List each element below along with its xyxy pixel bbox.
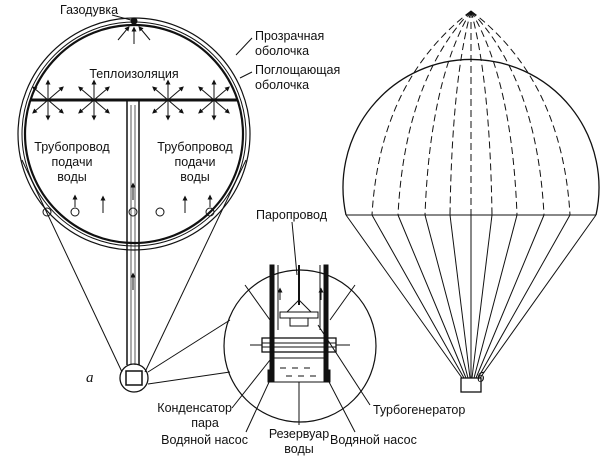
label-pump-left: Водяной насос [161,433,248,447]
label-transparent-shell-2: оболочка [255,44,309,58]
label-pipe-right: Трубопровод [157,140,233,154]
label-insulation: Теплоизоляция [89,67,178,81]
label-condenser-2: пара [191,416,219,430]
label-reservoir: Резервуар [269,427,329,441]
water-nozzles [42,194,215,217]
labels: Газодувка Прозрачная оболочка Поглощающа… [34,3,485,456]
transparent-shell [17,17,251,251]
label-transparent-shell: Прозрачная [255,29,324,43]
label-pipe-left-3: воды [57,170,86,184]
label-pipe-right-2: подачи [175,155,216,169]
label-pipe-left-2: подачи [52,155,93,169]
label-fig-a: а [86,370,94,386]
label-turbogenerator: Турбогенератор [373,403,465,417]
absorbing-shell [23,23,245,245]
absorbing-shell-outer [21,21,247,247]
gondola-a [119,363,149,393]
reservoir [273,357,325,383]
label-pipe-left: Трубопровод [34,140,110,154]
turbine [279,311,319,319]
label-gas-blower: Газодувка [60,3,118,17]
label-absorbing-shell-2: оболочка [255,78,309,92]
label-fig-b: б [477,370,485,386]
label-steam-line: Паропровод [256,208,328,222]
balloon-b [342,10,600,393]
balloon-a [17,17,251,393]
gas-blower-icon [130,17,138,25]
label-pipe-right-3: воды [180,170,209,184]
gondola-b [460,377,482,393]
label-absorbing-shell: Поглощающая [255,63,340,77]
label-condenser: Конденсатор [157,401,232,415]
label-pump-right: Водяной насос [330,433,417,447]
inset-detail [223,221,377,433]
label-reservoir-2: воды [284,442,313,456]
radiator-stars [32,79,230,121]
